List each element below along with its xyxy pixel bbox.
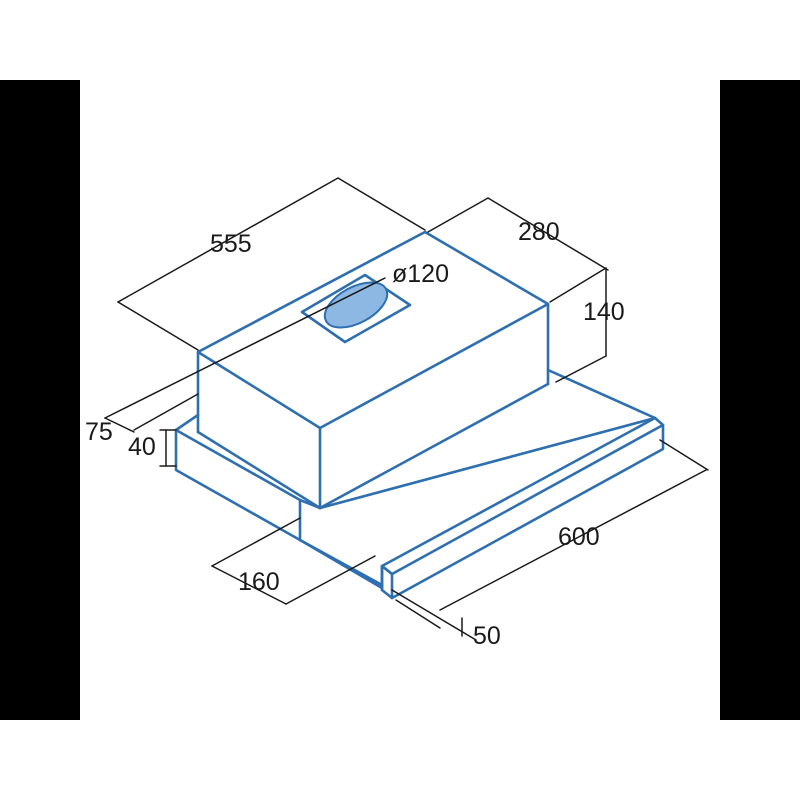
dim-140-ext-top bbox=[549, 267, 607, 303]
duct-outlet bbox=[323, 281, 389, 329]
dimensions: 555 280 140 ø120 75 40 160 600 bbox=[85, 177, 709, 650]
dim-75-label: 75 bbox=[85, 418, 113, 446]
dim-50-label: 50 bbox=[473, 622, 501, 650]
dim-555-line bbox=[117, 177, 339, 303]
base-left-side bbox=[174, 413, 302, 542]
dim-160-label: 160 bbox=[238, 568, 280, 596]
base-to-box-link bbox=[298, 498, 322, 510]
panel-front bbox=[390, 423, 665, 600]
panel-left-end bbox=[380, 564, 394, 600]
top-face bbox=[196, 230, 550, 430]
dim-75-ext bbox=[104, 417, 135, 433]
base-left-top bbox=[174, 428, 302, 502]
dim-160-line bbox=[211, 565, 287, 605]
dim-600-ext-right bbox=[659, 439, 709, 471]
dim-140-label: 140 bbox=[583, 298, 625, 326]
panel-top bbox=[380, 416, 665, 576]
dim-120-label: ø120 bbox=[392, 260, 449, 288]
dim-600-label: 600 bbox=[558, 523, 600, 551]
dim-280-line bbox=[487, 197, 609, 271]
hood-body bbox=[174, 230, 665, 600]
box-bottom-left bbox=[196, 430, 322, 510]
right-black-bar bbox=[720, 80, 800, 720]
duct-plate bbox=[300, 273, 412, 344]
dim-75-line bbox=[133, 393, 199, 431]
dim-120-leader bbox=[104, 277, 386, 419]
panel-base-join bbox=[298, 538, 384, 587]
dim-140-ext-bottom bbox=[555, 355, 607, 383]
dim-160-ext-right bbox=[285, 555, 376, 605]
dim-280-ext bbox=[427, 197, 489, 233]
dim-280-label: 280 bbox=[518, 218, 560, 246]
box-bottom-right bbox=[318, 382, 550, 510]
dim-555-label: 555 bbox=[210, 230, 252, 258]
dim-40-label: 40 bbox=[128, 433, 156, 461]
dim-555-ext-left bbox=[117, 301, 199, 351]
dim-600-ext-left bbox=[395, 599, 441, 629]
base-right-top bbox=[546, 368, 657, 420]
dim-600-line bbox=[439, 469, 707, 611]
dim-160-ext-left bbox=[211, 517, 301, 567]
base-top-long bbox=[318, 416, 657, 510]
left-black-bar bbox=[0, 80, 80, 720]
dim-555-ext-right bbox=[337, 177, 426, 231]
